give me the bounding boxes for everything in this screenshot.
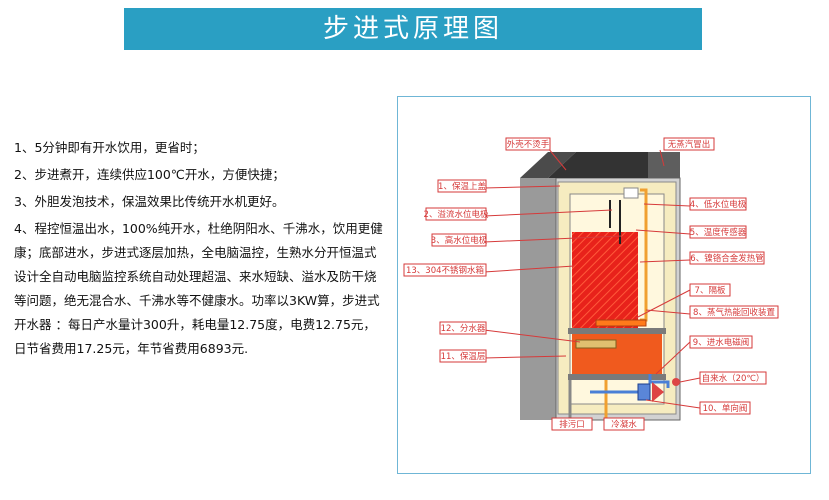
page-title: 步进式原理图 (124, 8, 702, 50)
inlet-pipe (648, 374, 670, 388)
label-outlet-safe: 外壳不烫手 (507, 139, 550, 150)
hot-water-upper (572, 232, 638, 328)
partition-plate (568, 328, 666, 334)
label-condensate: 冷凝水 (611, 419, 637, 430)
feature-item: 1、5分钟即有开水饮用，更省时； (14, 140, 205, 155)
solenoid-valve (652, 382, 664, 402)
cabinet-top-left (520, 152, 576, 178)
label-temp-sensor: 5、温度传感器 (690, 227, 747, 238)
label-drain: 排污口 (559, 419, 585, 430)
sensor-box (623, 187, 639, 199)
feature-item: 2、步进煮开，连续供应100℃开水，方便快捷； (14, 167, 285, 182)
diagram-frame (397, 96, 811, 474)
label-heater: 6、镍铬合金发热管 (690, 253, 763, 264)
inlet-valve-knob (672, 378, 680, 386)
cabinet-left-side (520, 178, 556, 420)
label-distributor: 12、分水器 (441, 323, 486, 334)
feature-description: 1、5分钟即有开水饮用，更省时； 2、步进煮开，连续供应100℃开水，方便快捷；… (14, 136, 384, 364)
label-low-level-electrode: 4、低水位电极 (690, 199, 747, 210)
label-tank: 13、304不锈钢水箱 (406, 265, 485, 276)
right-labels: 无蒸汽冒出 4、低水位电极 5、温度传感器 6、镍铬合金发热管 7、隔板 8、蒸… (663, 137, 779, 415)
feature-item: 4、程控恒温出水，100%纯开水，杜绝阴阳水、千沸水，饮用更健康；底部进水，步进… (14, 221, 383, 356)
label-insulation-layer: 11、保温层 (441, 351, 486, 362)
leader-lines (483, 147, 701, 409)
label-heat-recovery: 8、蒸气热能回收装置 (693, 307, 775, 318)
distributor-plate (568, 374, 666, 380)
label-high-level-electrode: 3、高水位电极 (431, 235, 488, 246)
label-overflow-electrode: 2、溢流水位电极 (424, 209, 489, 220)
distributor-block (575, 339, 617, 349)
left-labels: 外壳不烫手 1、保温上盖 2、溢流水位电极 3、高水位电极 13、304不锈钢水… (403, 137, 645, 431)
label-inlet-valve: 9、进水电磁阀 (693, 337, 749, 348)
check-valve-body (637, 383, 651, 401)
label-check-valve: 10、单向阀 (703, 403, 748, 414)
label-insulation-cover: 1、保温上盖 (438, 181, 486, 192)
label-partition: 7、隔板 (695, 285, 726, 296)
label-box (505, 137, 551, 151)
feature-item: 3、外胆发泡技术，保温效果比传统开水机更好。 (14, 194, 285, 209)
heating-tube (595, 319, 647, 327)
label-steam-vent: 无蒸汽冒出 (668, 139, 711, 150)
label-tap-water: 自来水（20℃） (702, 373, 765, 384)
cabinet-top (548, 152, 648, 178)
